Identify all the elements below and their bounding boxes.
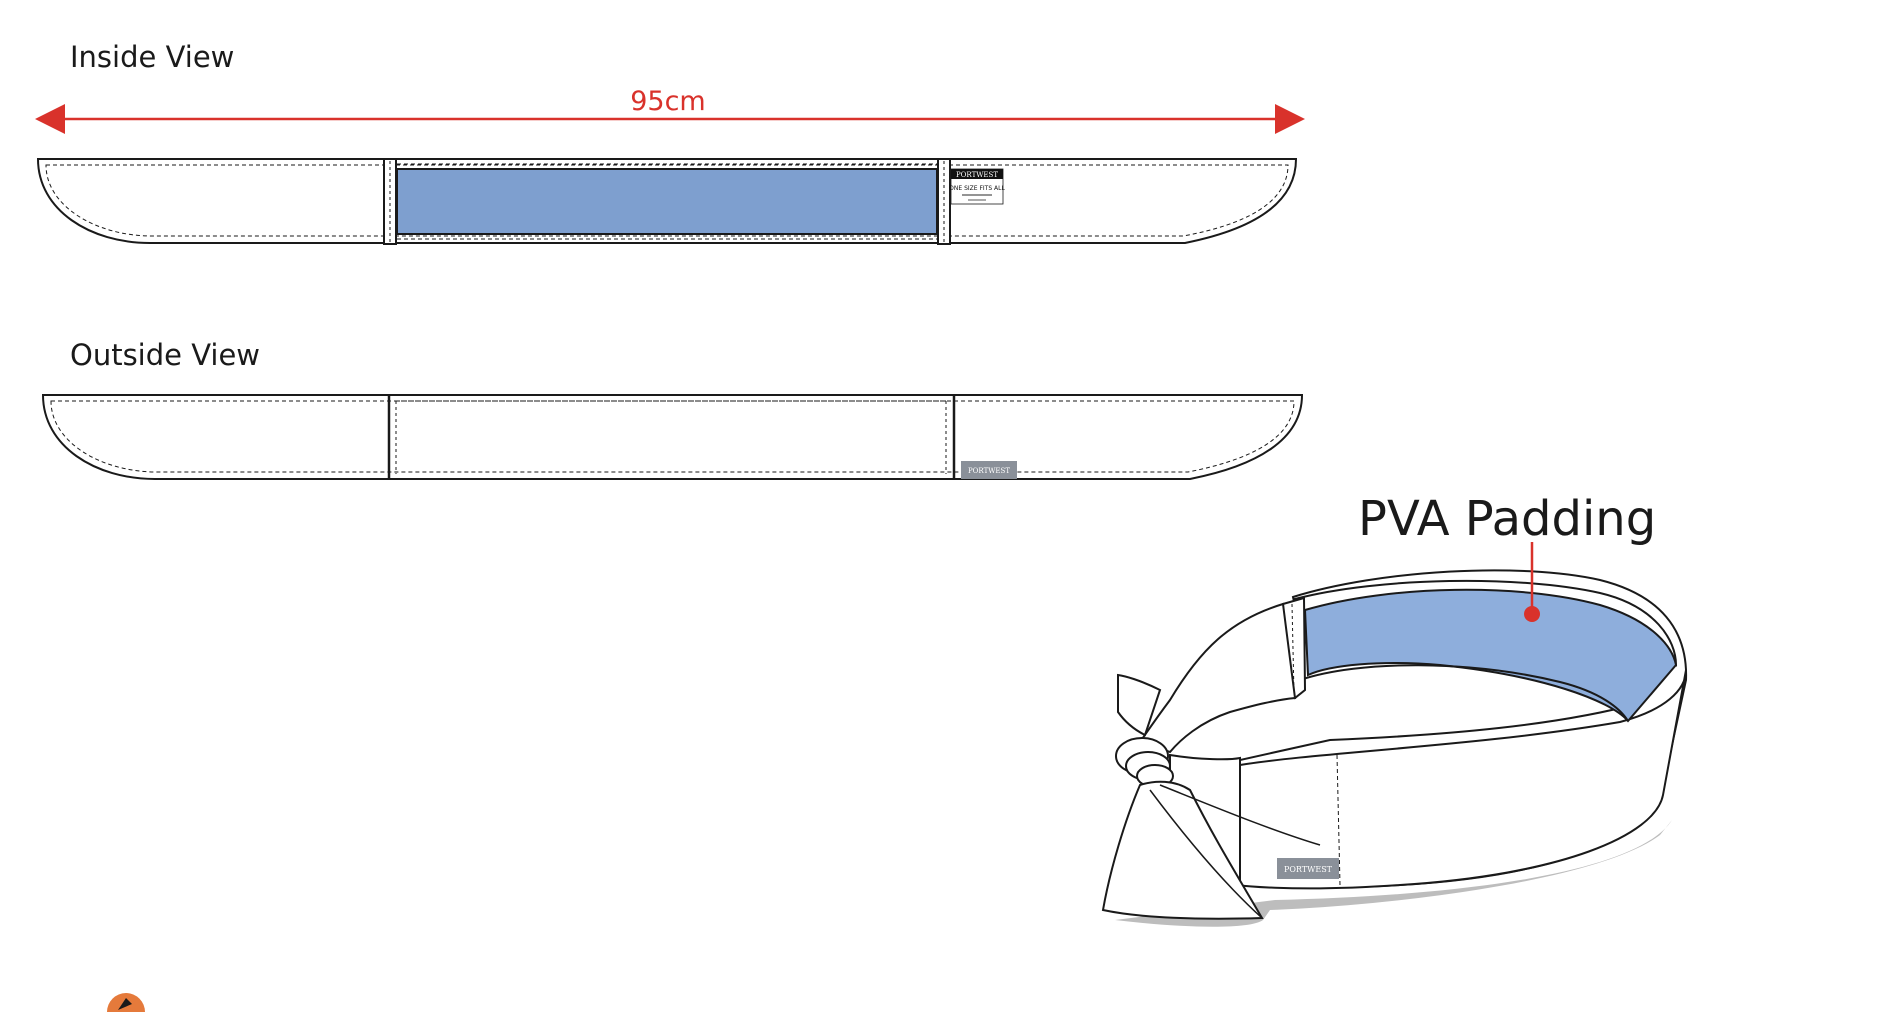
headband-tail-fold-2 [1149,789,1263,919]
outside-strap-stitching [50,400,1295,473]
headband-upper-tail [1117,673,1162,737]
pva-callout-label: PVA Padding [1358,491,1656,547]
care-label-brand: PORTWEST [956,171,998,179]
care-label: PORTWEST ONE SIZE FITS ALL [949,168,1006,205]
care-label-brand-band [951,169,1003,179]
pva-callout-dot [1524,606,1540,622]
headband-left-strap [1138,602,1297,754]
headband-tail-fold [1159,784,1321,846]
brand-tag-flat-text: PORTWEST [968,467,1010,475]
brand-tag-3d: PORTWEST [1277,858,1339,879]
outside-view-title: Outside View [70,338,260,372]
pva-padding-panel-flat [396,168,938,235]
dimension-label: 95cm [630,86,706,117]
inside-right-seam [937,158,951,245]
headband-inner-lower-edge [1299,664,1629,722]
dimension-arrow: 95cm [35,86,1305,134]
brand-tag-flat: PORTWEST [961,461,1017,479]
headband-front-band [1208,669,1687,890]
headband-3d: PORTWEST PVA Padding [1101,491,1688,927]
pva-callout: PVA Padding [1358,491,1656,622]
headband-hanging-tail [1101,780,1264,920]
brand-tag-3d-body [1277,858,1339,879]
orange-badge-icon [107,993,145,1012]
outside-strap-outline [41,394,1304,480]
outside-view: Outside View PORTWEST [41,338,1304,480]
orange-badge-mark [118,998,132,1010]
inside-strap: PORTWEST ONE SIZE FITS ALL [36,158,1298,245]
brand-tag-flat-body [961,461,1017,479]
brand-tag-3d-text: PORTWEST [1284,865,1333,874]
outside-strap: PORTWEST [41,394,1304,480]
inside-view: Inside View 95cm PORTWEST ONE SI [35,40,1305,245]
care-label-size: ONE SIZE FITS ALL [949,185,1005,192]
headband-front-seam [1336,754,1341,886]
inside-view-title: Inside View [70,40,234,74]
inside-left-seam [383,158,397,245]
inside-strap-stitching [45,164,1289,237]
